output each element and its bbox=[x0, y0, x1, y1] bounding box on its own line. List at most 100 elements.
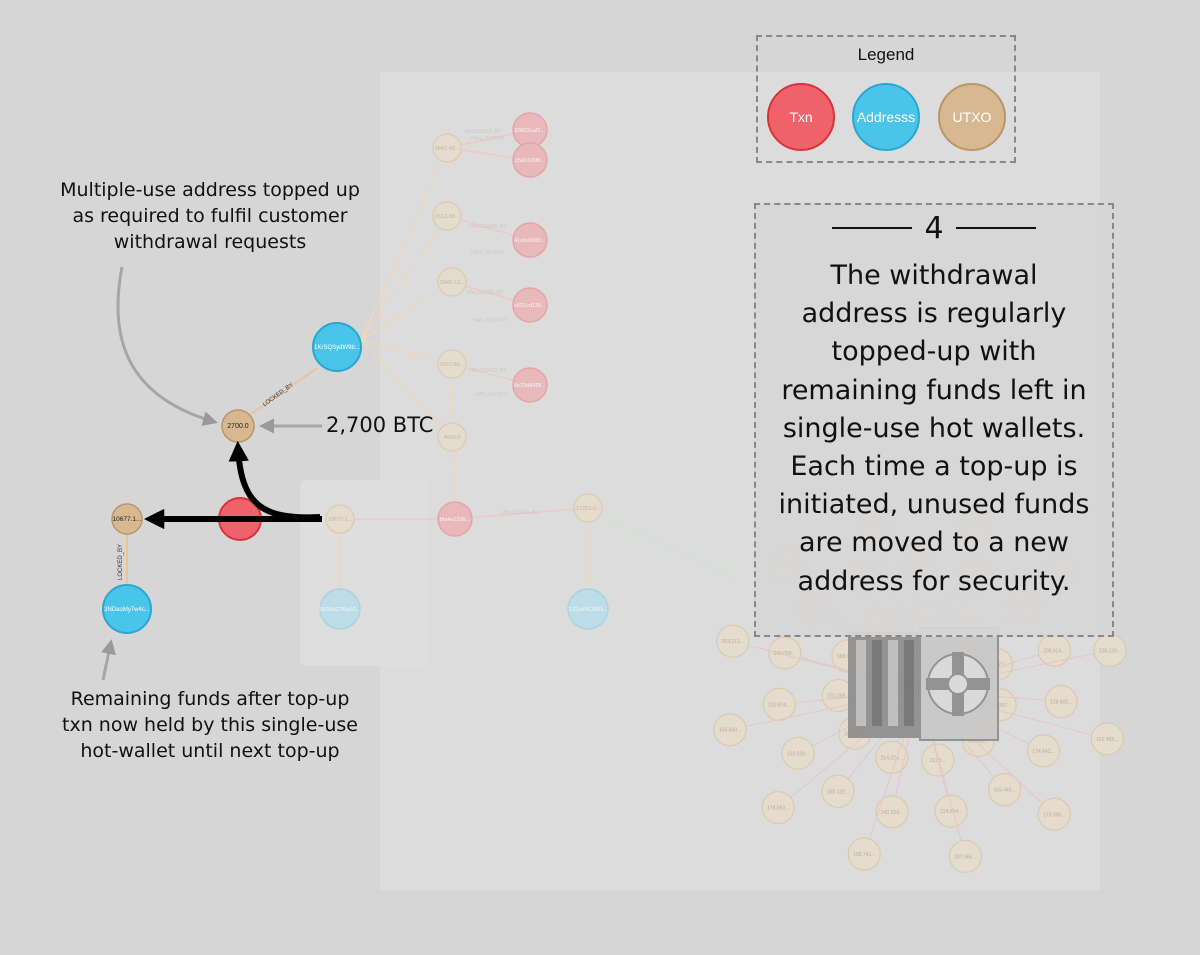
cluster-utxo-node bbox=[821, 774, 855, 808]
faded-utxo-label: 4000.0 bbox=[444, 435, 461, 441]
step-dash-right bbox=[955, 226, 1036, 229]
legend-item-utxo: UTXO bbox=[938, 83, 1006, 151]
info-description: The withdrawal address is regularly topp… bbox=[756, 257, 1112, 601]
faded-utxo-label: 10677.1... bbox=[328, 517, 353, 523]
faded-address-label: 3AD8kCYBpV1... bbox=[319, 607, 362, 613]
cluster-utxo-label: 199.741... bbox=[853, 852, 875, 858]
cluster-utxo-label: 173.096... bbox=[1043, 812, 1065, 818]
cluster-utxo-node bbox=[934, 794, 968, 828]
faded-edges: UNLOCKED_BY UNLOCKED_BY UNLOCKED_BY UNLOCKE… bbox=[339, 129, 741, 592]
annotation-top-line: withdrawal requests bbox=[113, 231, 307, 253]
cluster-utxo-node bbox=[988, 773, 1022, 807]
annotation-bottom-line: txn now held by this single-use bbox=[62, 714, 358, 736]
faded-txn-label: 41a0c0650... bbox=[514, 238, 546, 244]
faded-edge-label: UNLOCKED_BY bbox=[469, 368, 507, 374]
faded-utxo-node bbox=[432, 201, 462, 231]
step-number: 4 bbox=[756, 211, 1112, 246]
faded-edge-label: HAS_OUTPUT bbox=[473, 318, 507, 324]
annotation-arrow-bottom bbox=[101, 639, 116, 681]
faded-edge-label: UNLOCKED_BY bbox=[501, 510, 539, 516]
faded-txn-label: bfa4e12d9... bbox=[440, 517, 471, 523]
edge-label-locked-by: LOCKED_BY bbox=[118, 544, 124, 580]
faded-utxo-node bbox=[437, 267, 467, 297]
faded-utxo-label: 2648.13... bbox=[440, 280, 465, 286]
info-line: Each time a top-up is bbox=[790, 451, 1078, 483]
cluster-utxo-label: 178.653... bbox=[767, 806, 789, 812]
faded-edge-label: UNLOCKED_BY bbox=[464, 129, 502, 135]
edge-address-utxo bbox=[250, 367, 318, 415]
cluster-utxo-label: 210.874... bbox=[768, 702, 790, 708]
info-line: topped-up with bbox=[831, 336, 1037, 368]
faded-utxo-node bbox=[573, 493, 603, 523]
cluster-utxo-label: 214.224... bbox=[881, 755, 903, 761]
cluster-utxo-node bbox=[1037, 797, 1071, 831]
faded-txn-label: c621cd135... bbox=[514, 303, 546, 309]
edge-label-locked-by: LOCKED_BY bbox=[262, 382, 295, 408]
faded-address-node bbox=[319, 588, 361, 630]
address-node-label: 1KrSQSydW9b... bbox=[314, 345, 360, 351]
cluster-utxo-node bbox=[761, 791, 795, 825]
info-line: remaining funds left in bbox=[781, 374, 1087, 406]
cluster-utxo-node bbox=[716, 624, 750, 658]
cluster-utxo-label: 231.056... bbox=[827, 694, 849, 700]
faded-edge-label: HAS_OUTPUT bbox=[471, 250, 505, 256]
faded-txn-node bbox=[512, 367, 548, 403]
cluster-utxo-label: 238.139... bbox=[1099, 648, 1121, 654]
background-highlight-panel bbox=[300, 480, 428, 666]
cluster-utxo-label: 168.397... bbox=[989, 703, 1011, 709]
annotation-bottom: Remaining funds after top-up txn now hel… bbox=[30, 686, 390, 764]
faded-edge-label: HAS_OUTPUT bbox=[475, 392, 509, 398]
cluster-utxo-node bbox=[1090, 722, 1124, 756]
faded-txn-node bbox=[512, 222, 548, 258]
legend-item-address-label: Addresss bbox=[856, 109, 916, 125]
annotation-bottom-line: Remaining funds after top-up bbox=[70, 688, 350, 710]
faded-utxo-label: 17253.0... bbox=[576, 506, 601, 512]
faded-utxo-node bbox=[437, 349, 467, 379]
info-line: single-use hot wallets. bbox=[782, 412, 1086, 444]
info-box: 4 The withdrawal address is regularly to… bbox=[754, 203, 1114, 637]
cluster-utxo-node bbox=[1044, 684, 1078, 719]
cluster-utxo-node bbox=[948, 839, 982, 874]
legend: Legend Txn Addresss UTXO bbox=[756, 35, 1016, 163]
faded-nodes: 83632caf1...c5a9116f9...41a0c0650...c621… bbox=[319, 112, 609, 630]
cluster-utxo-label: 163.445... bbox=[993, 788, 1015, 794]
faded-edge-label: UNLOCKED_BY bbox=[466, 290, 504, 296]
legend-item-txn: Txn bbox=[767, 83, 835, 151]
faded-txn-label: 0e33a8428... bbox=[514, 383, 547, 389]
cluster-utxo-node bbox=[1026, 734, 1061, 768]
address-node-left-label: 3NDaoMy7w4c... bbox=[104, 607, 150, 613]
utxo-node-label: 2700.0 bbox=[227, 423, 249, 430]
faded-utxo-node bbox=[325, 504, 355, 534]
faded-address-node bbox=[567, 588, 609, 630]
utxo-node-left[interactable] bbox=[111, 503, 143, 535]
cluster-utxo-label: 155.693... bbox=[719, 728, 741, 734]
cluster-utxo-node bbox=[762, 687, 796, 721]
annotation-top-line: as required to fulfil customer bbox=[72, 205, 348, 227]
faded-address-label: 3JZjsbVC5NN... bbox=[568, 607, 608, 613]
info-line: The withdrawal bbox=[830, 260, 1038, 291]
faded-txn-label: c5a9116f9... bbox=[515, 158, 545, 164]
cluster-utxo-node bbox=[781, 736, 815, 770]
step-dash-left bbox=[832, 226, 913, 229]
cluster-utxo-label: 162.529... bbox=[787, 751, 809, 757]
info-line: initiated, unused funds bbox=[778, 489, 1090, 521]
cluster-utxo-label: 203.212... bbox=[722, 639, 744, 645]
annotation-top: Multiple-use address topped up as requir… bbox=[20, 177, 400, 255]
step-number-text: 4 bbox=[924, 211, 944, 246]
address-node[interactable] bbox=[312, 322, 362, 372]
cluster-utxo-label: 161.455... bbox=[1096, 737, 1118, 743]
address-node-left[interactable] bbox=[102, 584, 152, 634]
cluster-utxo-node bbox=[847, 837, 881, 871]
faded-utxo-label: 2613.30... bbox=[435, 214, 460, 220]
cluster-utxo-label: 214.564... bbox=[940, 809, 962, 815]
faded-edge-label: UNLOCKED_BY bbox=[469, 224, 507, 230]
faded-utxo-node bbox=[432, 133, 462, 163]
legend-item-utxo-label: UTXO bbox=[952, 109, 992, 125]
faded-utxo-label: 2667.66... bbox=[440, 362, 465, 368]
legend-item-address: Addresss bbox=[852, 83, 920, 151]
cluster-utxo-label: 207.965... bbox=[954, 854, 976, 860]
cluster-utxo-label: 188.907... bbox=[837, 654, 859, 660]
annotation-arrow-top bbox=[116, 266, 218, 426]
faded-txn-node bbox=[512, 287, 548, 323]
